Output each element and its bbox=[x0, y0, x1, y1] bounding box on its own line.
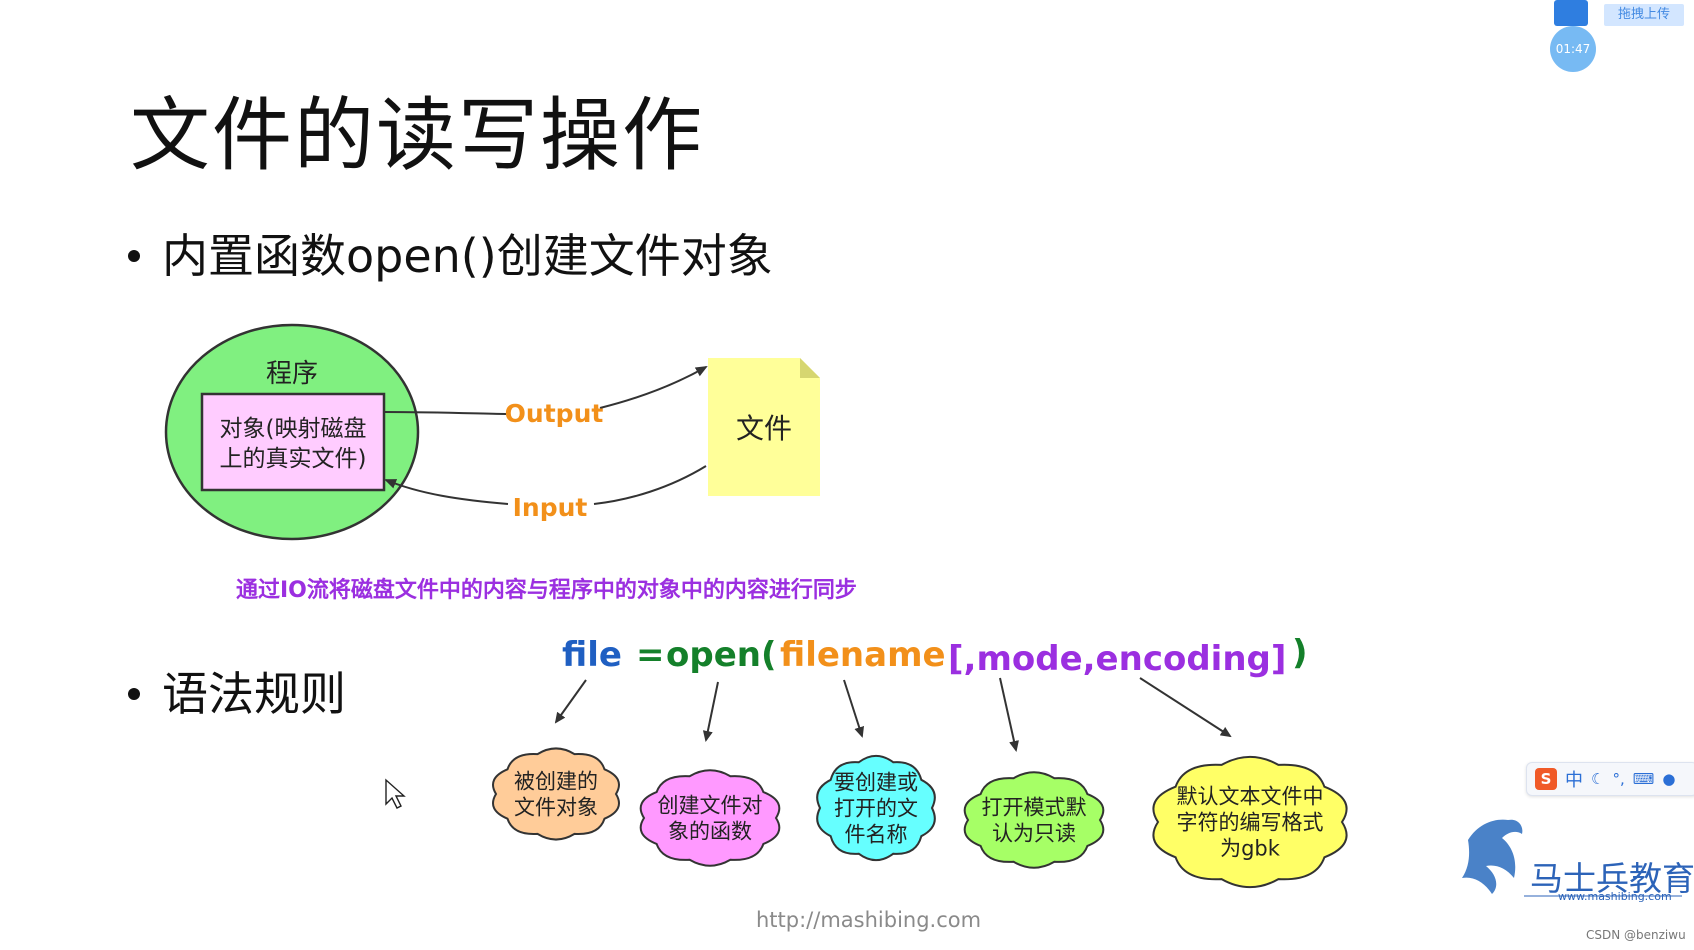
cloud-text-line: 要创建或 bbox=[834, 771, 918, 795]
upload-dropzone[interactable]: 拖拽上传 bbox=[1604, 4, 1684, 26]
file-document bbox=[708, 358, 820, 496]
bullet-2-text: 语法规则 bbox=[162, 667, 346, 721]
slide-title: 文件的读写操作 bbox=[130, 89, 704, 182]
cloud-shape bbox=[639, 769, 781, 867]
object-label-line1: 对象(映射磁盘 bbox=[220, 416, 367, 442]
cloud-text-line: 打开模式默 bbox=[982, 796, 1087, 820]
input-arrow bbox=[384, 479, 509, 505]
bullet-open-function: 内置函数open()创建文件对象 bbox=[128, 226, 773, 286]
output-label: Output bbox=[505, 399, 604, 428]
bullet-dot bbox=[128, 249, 140, 262]
pointer-arrow-file bbox=[554, 679, 587, 724]
bullet-syntax-rules: 语法规则 bbox=[128, 664, 346, 724]
syntax-close-paren: ) bbox=[1292, 633, 1308, 673]
syntax-open: open( bbox=[666, 635, 777, 675]
moon-icon[interactable]: ☾ bbox=[1591, 770, 1605, 788]
pointer-arrow-open bbox=[702, 681, 719, 742]
syntax-equals: = bbox=[636, 635, 665, 675]
mouse-cursor-icon bbox=[385, 778, 406, 809]
dot-punctuation-icon[interactable]: °, bbox=[1612, 770, 1625, 788]
cloud-callouts: 被创建的文件对象创建文件对象的函数要创建或打开的文件名称打开模式默认为只读默认文… bbox=[492, 747, 1348, 889]
ime-toolbar[interactable]: S 中 ☾ °, ⌨ ● bbox=[1526, 762, 1694, 796]
program-label: 程序 bbox=[266, 359, 318, 389]
csdn-watermark: CSDN @benziwu bbox=[1586, 928, 1686, 942]
cloud-shape bbox=[963, 771, 1105, 869]
cloud-text-line: 件名称 bbox=[845, 823, 908, 847]
cloud-text-line: 象的函数 bbox=[668, 820, 752, 844]
pointer-arrow-encoding bbox=[1139, 677, 1232, 738]
file-document-fold bbox=[800, 358, 820, 378]
bullet-dot bbox=[128, 687, 140, 700]
cloud-upload-icon[interactable] bbox=[1554, 0, 1588, 26]
user-icon[interactable]: ● bbox=[1662, 770, 1676, 788]
bullet-1-text: 内置函数open()创建文件对象 bbox=[162, 229, 773, 283]
keyboard-icon[interactable]: ⌨ bbox=[1632, 770, 1655, 788]
cloud-text-line: 字符的编写格式 bbox=[1177, 811, 1324, 835]
io-caption: 通过IO流将磁盘文件中的内容与程序中的对象中的内容进行同步 bbox=[236, 578, 857, 603]
sogou-ime-icon[interactable]: S bbox=[1535, 768, 1557, 790]
upload-timer: 01:47 bbox=[1550, 26, 1596, 72]
brand-name: 马士兵教育 bbox=[1530, 859, 1694, 898]
ime-language-toggle[interactable]: 中 bbox=[1565, 770, 1583, 791]
syntax-filename: filename bbox=[780, 635, 946, 675]
cloud-text-line: 为gbk bbox=[1220, 837, 1281, 861]
input-arrow-segment bbox=[593, 465, 707, 505]
cloud-text-line: 被创建的 bbox=[514, 770, 598, 794]
cloud-text-line: 认为只读 bbox=[992, 822, 1076, 846]
syntax-file: file bbox=[562, 635, 622, 675]
footer-url: http://mashibing.com bbox=[756, 908, 982, 932]
cloud-shape bbox=[816, 754, 936, 862]
output-arrow bbox=[383, 411, 509, 415]
brand-url: www.mashibing.com bbox=[1558, 890, 1672, 903]
object-box bbox=[200, 392, 386, 492]
file-label: 文件 bbox=[736, 412, 792, 445]
cloud-text-line: 文件对象 bbox=[514, 796, 598, 820]
cloud-shape bbox=[492, 747, 620, 841]
cloud-text-line: 默认文本文件中 bbox=[1177, 785, 1324, 809]
syntax-mode-encoding: [,mode,encoding] bbox=[948, 639, 1287, 679]
output-arrow-head-segment bbox=[599, 366, 708, 409]
input-label: Input bbox=[513, 493, 588, 522]
pointer-arrow-mode bbox=[999, 677, 1019, 752]
cloud-shape bbox=[1152, 755, 1348, 889]
pointer-arrow-filename bbox=[843, 679, 865, 738]
cloud-text-line: 创建文件对 bbox=[658, 794, 763, 818]
object-label-line2: 上的真实文件) bbox=[220, 446, 367, 472]
cloud-text-line: 打开的文 bbox=[834, 797, 918, 821]
horse-logo-icon bbox=[1462, 819, 1523, 894]
